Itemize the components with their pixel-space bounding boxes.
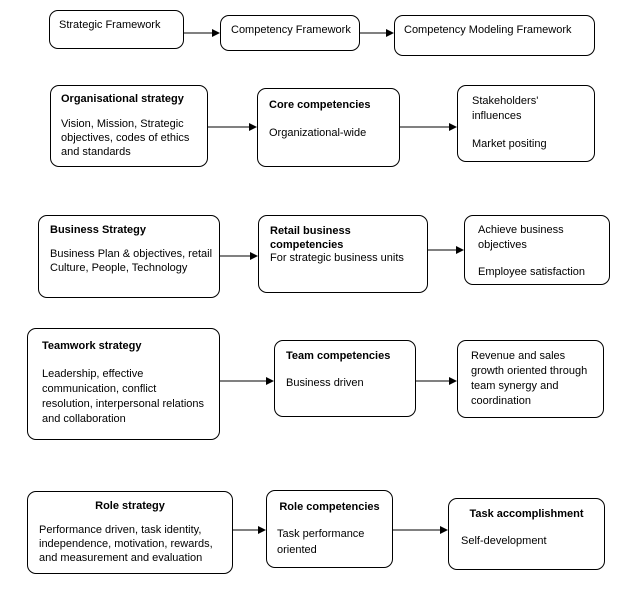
organisational-strategy-body: Vision, Mission, Strategic objectives, c… bbox=[61, 118, 190, 158]
retail-business-competencies-title: Retail business competencies bbox=[270, 225, 351, 251]
retail-business-competencies-box: Retail business competencies For strateg… bbox=[258, 215, 428, 293]
core-competencies-body: Organizational-wide bbox=[269, 127, 367, 139]
achieve-business-objectives-box: Achieve business objectives Employee sat… bbox=[464, 215, 610, 285]
role-strategy-box: Role strategy Performance driven, task i… bbox=[27, 491, 233, 574]
market-positing-label: Market positing bbox=[472, 138, 547, 150]
strategic-framework-label: Strategic Framework bbox=[59, 19, 161, 31]
organisational-strategy-box: Organisational strategy Vision, Mission,… bbox=[50, 85, 208, 167]
competency-modeling-framework-box: Competency Modeling Framework bbox=[394, 15, 595, 56]
revenue-line-3: team synergy and bbox=[471, 380, 559, 392]
stakeholders-influences-box: Stakeholders' influences Market positing bbox=[457, 85, 595, 162]
core-competencies-box: Core competencies Organizational-wide bbox=[257, 88, 400, 167]
competency-modeling-framework-label: Competency Modeling Framework bbox=[404, 24, 572, 36]
employee-satisfaction-label: Employee satisfaction bbox=[478, 266, 585, 278]
revenue-line-2: growth oriented through bbox=[471, 365, 588, 377]
revenue-line-1: Revenue and sales bbox=[471, 350, 566, 362]
revenue-and-sales-box: Revenue and sales growth oriented throug… bbox=[457, 340, 604, 418]
teamwork-strategy-box: Teamwork strategy Leadership, effective … bbox=[27, 328, 220, 440]
role-competencies-title: Role competencies bbox=[279, 501, 380, 513]
teamwork-strategy-body: Leadership, effective communication, con… bbox=[42, 368, 205, 425]
competency-framework-box: Competency Framework bbox=[220, 15, 360, 51]
organisational-strategy-title: Organisational strategy bbox=[61, 93, 184, 105]
role-strategy-body: Performance driven, task identity, indep… bbox=[39, 524, 213, 564]
stakeholders-line-2: influences bbox=[472, 110, 522, 122]
competency-framework-label: Competency Framework bbox=[231, 24, 351, 36]
retail-business-competencies-body: For strategic business units bbox=[270, 252, 404, 264]
stakeholders-line-1: Stakeholders' bbox=[472, 95, 539, 107]
achieve-line-1: Achieve business bbox=[478, 224, 564, 236]
self-development-label: Self-development bbox=[461, 535, 547, 547]
business-strategy-body: Business Plan & objectives, retail Cultu… bbox=[50, 248, 213, 274]
team-competencies-title: Team competencies bbox=[286, 350, 391, 362]
strategic-framework-box: Strategic Framework bbox=[49, 10, 184, 49]
task-accomplishment-box: Task accomplishment Self-development bbox=[448, 498, 605, 570]
task-accomplishment-title: Task accomplishment bbox=[469, 508, 584, 520]
core-competencies-title: Core competencies bbox=[269, 99, 371, 111]
business-strategy-box: Business Strategy Business Plan & object… bbox=[38, 215, 220, 298]
revenue-line-4: coordination bbox=[471, 395, 531, 407]
role-competencies-body: Task performance oriented bbox=[277, 528, 365, 556]
achieve-line-2: objectives bbox=[478, 239, 527, 251]
business-strategy-title: Business Strategy bbox=[50, 224, 146, 236]
team-competencies-body: Business driven bbox=[286, 377, 364, 389]
role-strategy-title: Role strategy bbox=[95, 500, 165, 512]
role-competencies-box: Role competencies Task performance orien… bbox=[266, 490, 393, 568]
team-competencies-box: Team competencies Business driven bbox=[274, 340, 416, 417]
teamwork-strategy-title: Teamwork strategy bbox=[42, 340, 142, 352]
